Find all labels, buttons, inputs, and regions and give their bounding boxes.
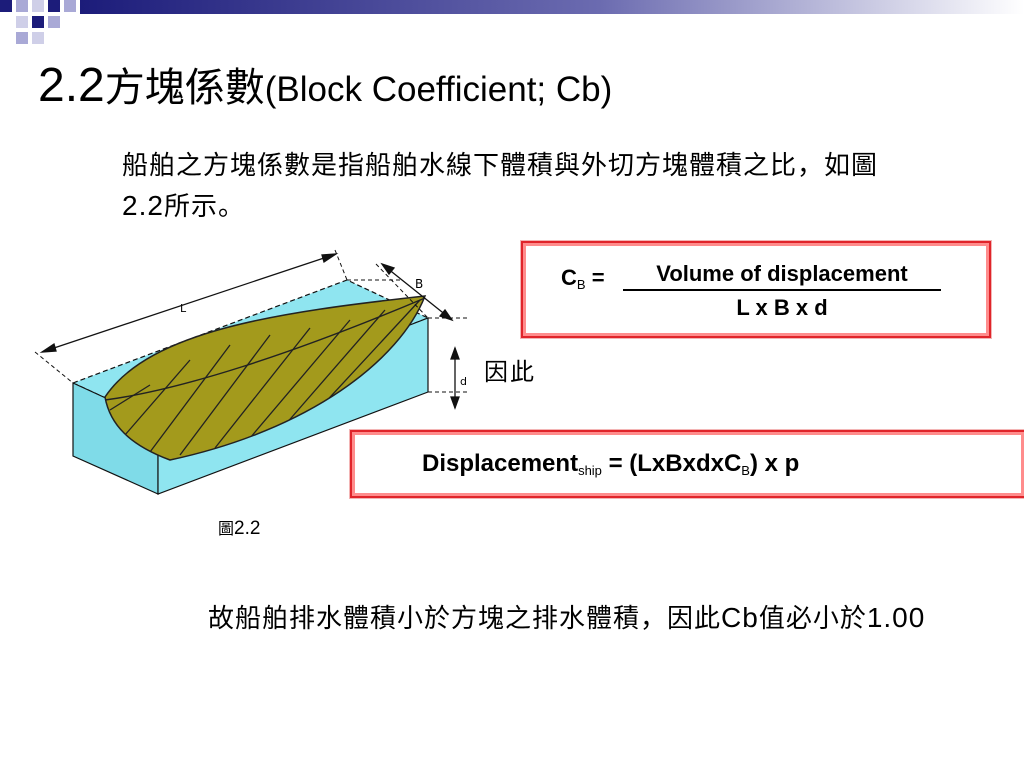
displacement-rhs-b: ) x p	[749, 450, 800, 477]
fraction-bar	[623, 289, 941, 291]
conclusion-text: 故船舶排水體積小於方塊之排水體積，因此	[208, 604, 722, 634]
conclusion-mid: 值必小於	[758, 604, 867, 634]
conclusion-term: Cb	[721, 602, 759, 633]
intro-figure-ref: 2.2	[122, 190, 164, 221]
displacement-formula: Displacementship = (LxBxdxCB) x p	[350, 430, 1024, 498]
block-coefficient-diagram: L B d	[34, 249, 470, 495]
intro-tail: 所示。	[163, 192, 245, 222]
formula-lhs-subscript: B	[576, 277, 586, 292]
figure-caption: 圖2.2	[218, 515, 260, 540]
conclusion-paragraph: 故船舶排水體積小於方塊之排水體積，因此Cb值必小於1.00	[208, 598, 948, 639]
conclusion-value: 1.00	[866, 602, 926, 633]
displacement-term: Displacement	[422, 450, 579, 477]
caption-number: 2.2	[234, 518, 261, 539]
header-decoration	[0, 0, 1024, 44]
caption-prefix: 圖	[218, 519, 235, 538]
formula-numerator: Volume of displacement	[656, 261, 908, 286]
depth-label: d	[460, 375, 467, 388]
intro-paragraph: 船舶之方塊係數是指船舶水線下體積與外切方塊體積之比，如圖 2.2所示。	[122, 146, 882, 227]
breadth-label: B	[415, 277, 423, 291]
displacement-subscript: ship	[578, 463, 602, 478]
displacement-rhs-subscript: B	[741, 463, 750, 478]
title-number: 2.2	[38, 59, 105, 112]
title-chinese: 方塊係數	[104, 65, 265, 111]
formula-fraction: Volume of displacement L x B x d	[623, 261, 941, 321]
intro-text: 船舶之方塊係數是指船舶水線下體積與外切方塊體積之比，如圖	[122, 151, 879, 181]
therefore-label: 因此	[484, 358, 536, 386]
block-coefficient-formula: CB = Volume of displacement L x B x d	[521, 241, 991, 338]
formula-equals: =	[591, 265, 605, 290]
displacement-formula-line: Displacementship = (LxBxdxCB) x p	[422, 450, 799, 478]
slide-title: 2.2方塊係數(Block Coefficient; Cb)	[38, 62, 612, 110]
displacement-rhs-a: = (LxBxdxC	[608, 450, 742, 477]
formula-lhs-symbol: C	[561, 265, 577, 290]
formula-denominator: L x B x d	[736, 295, 828, 320]
length-label: L	[180, 302, 187, 315]
title-english: (Block Coefficient; Cb)	[264, 70, 613, 109]
hull-shape	[104, 295, 427, 461]
waterline	[104, 297, 426, 401]
formula-lhs: CB =	[561, 265, 605, 292]
hull-sections	[109, 299, 425, 456]
